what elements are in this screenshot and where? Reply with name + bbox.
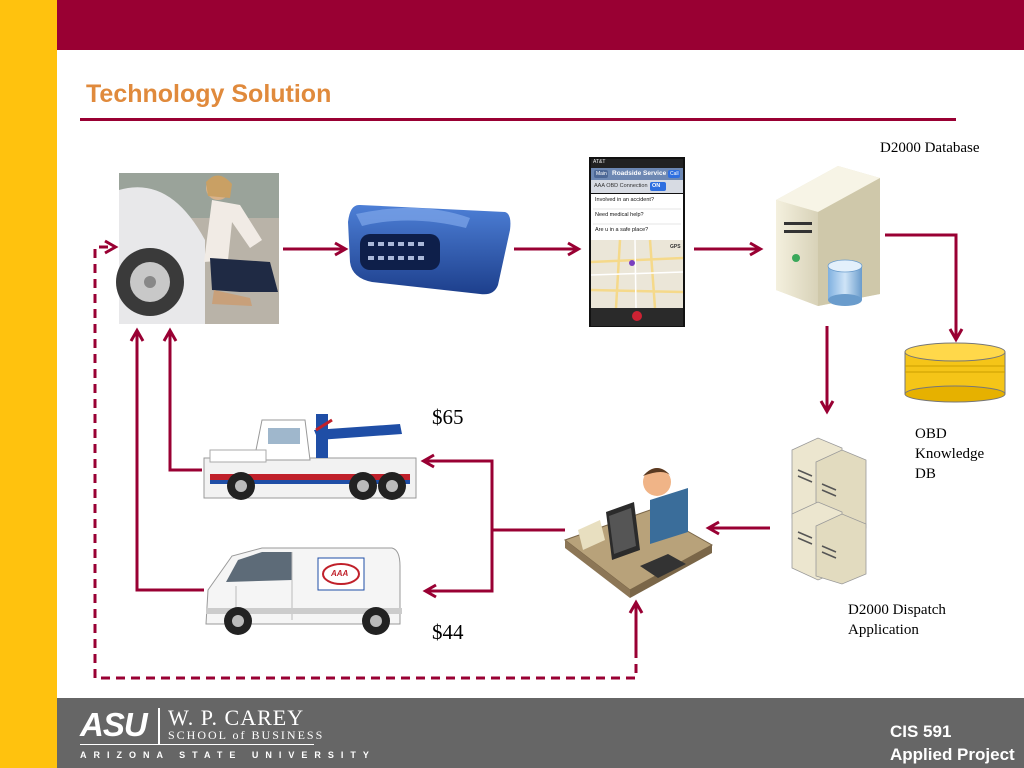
dashed-arrow-workstation-to-driver [93, 239, 638, 680]
obd-connector-device [348, 204, 511, 295]
phone-call-button[interactable]: Call [670, 171, 679, 177]
label-obd-kb-line1: OBD [915, 426, 947, 442]
label-dispatch-line1: D2000 Dispatch [848, 602, 946, 618]
asu-logo: ASU [80, 706, 148, 743]
label-obd-kb-line2: Knowledge [915, 446, 985, 462]
service-van [205, 547, 402, 635]
label-d2000-database: D2000 Database [880, 140, 980, 156]
phone-map-gps-tag: GPS [670, 244, 681, 250]
arrow-van-to-driver [129, 327, 204, 592]
driver-photo [116, 173, 279, 324]
smartphone-app [589, 157, 685, 327]
school-subtitle: SCHOOL of BUSINESS [168, 728, 325, 742]
course-name: Applied Project [890, 745, 1015, 764]
price-tow-truck: $65 [432, 405, 464, 429]
label-obd-kb-line3: DB [915, 466, 936, 482]
arrow-workstation-to-tow [420, 453, 565, 532]
phone-question-3[interactable]: Are u in a safe place? [595, 227, 649, 233]
arrow-database-to-obd-kb [885, 233, 964, 343]
phone-question-2[interactable]: Need medical help? [595, 212, 644, 218]
obd-knowledge-db-disk [904, 342, 1006, 403]
maroon-header-bar [57, 0, 1024, 50]
gold-sidebar [0, 0, 57, 768]
university-name: ARIZONA STATE UNIVERSITY [80, 750, 376, 760]
phone-header-title: Roadside Service [612, 170, 667, 177]
phone-connection-toggle[interactable]: ON [652, 183, 661, 189]
database-server [776, 166, 880, 306]
phone-connection-label: AAA OBD Connection [594, 183, 648, 189]
footer-bar [57, 698, 1024, 768]
slide-title: Technology Solution [86, 80, 332, 108]
dispatch-servers [791, 437, 867, 585]
van-logo-text: AAA [331, 569, 349, 578]
arrow-workstation-to-van [422, 530, 494, 599]
title-underline [80, 118, 956, 121]
price-service-van: $44 [432, 620, 464, 644]
tow-truck [203, 414, 417, 500]
phone-question-1[interactable]: Involved in an accident? [595, 197, 655, 203]
phone-carrier: AT&T [593, 159, 606, 165]
arrow-tow-to-driver [162, 327, 202, 472]
logo-divider [158, 708, 160, 744]
label-dispatch-line2: Application [848, 622, 919, 638]
footer-logo-rule [80, 744, 314, 745]
dispatcher-workstation [563, 468, 714, 598]
course-code: CIS 591 [890, 722, 952, 741]
school-name: W. P. CAREY [168, 705, 305, 730]
phone-back-button[interactable]: Main [596, 171, 607, 177]
